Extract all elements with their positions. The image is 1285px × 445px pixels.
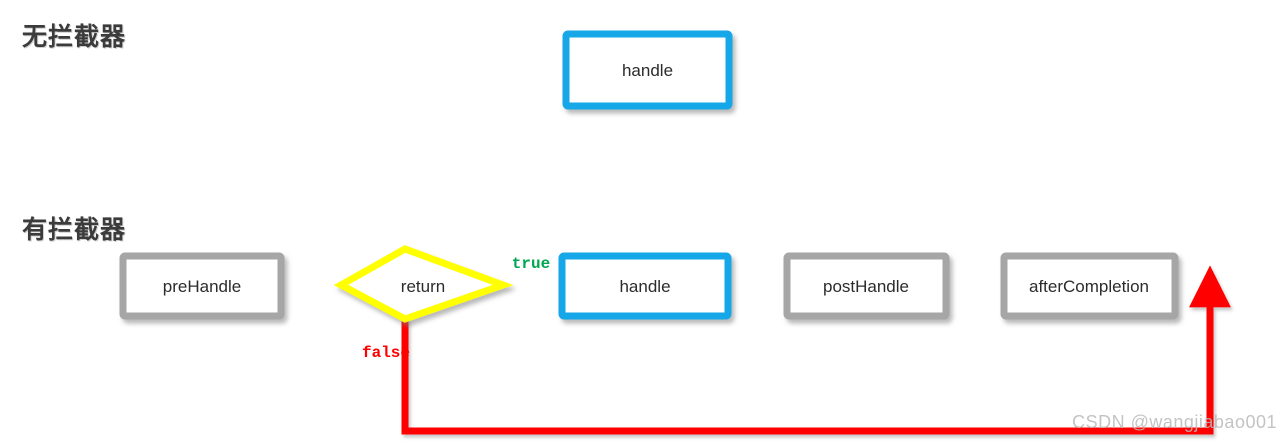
node-post-handle-label: postHandle (823, 277, 909, 296)
edge-label-false: false (362, 344, 410, 362)
section-title-with-interceptor: 有拦截器 (22, 216, 127, 244)
arrow-return-false-bypass (401, 265, 1231, 435)
edge-label-true: true (512, 255, 550, 273)
node-post-handle[interactable] (783, 252, 950, 320)
node-handle-plain-label: handle (622, 61, 673, 80)
node-handle-plain-box[interactable] (562, 30, 733, 110)
node-return-decision-label: return (401, 277, 445, 296)
node-handle-plain[interactable] (562, 30, 733, 110)
node-after-completion[interactable] (1000, 252, 1179, 320)
node-after-completion-box[interactable] (1000, 252, 1179, 320)
node-pre-handle-box[interactable] (119, 252, 285, 320)
node-handle[interactable] (558, 252, 732, 320)
row-no-interceptor: handle (14, 30, 1285, 110)
node-post-handle-box[interactable] (783, 252, 950, 320)
row-with-interceptor: false preHandle return true (14, 245, 1285, 435)
edge-return-false-bypass (401, 265, 1231, 435)
node-handle-label: handle (619, 277, 670, 296)
node-handle-box[interactable] (558, 252, 732, 320)
node-pre-handle[interactable] (119, 252, 285, 320)
node-after-completion-label: afterCompletion (1029, 277, 1149, 296)
csdn-watermark: CSDN @wangjiabao001 (1072, 412, 1277, 432)
node-pre-handle-label: preHandle (163, 277, 241, 296)
section-title-no-interceptor: 无拦截器 (22, 23, 127, 51)
